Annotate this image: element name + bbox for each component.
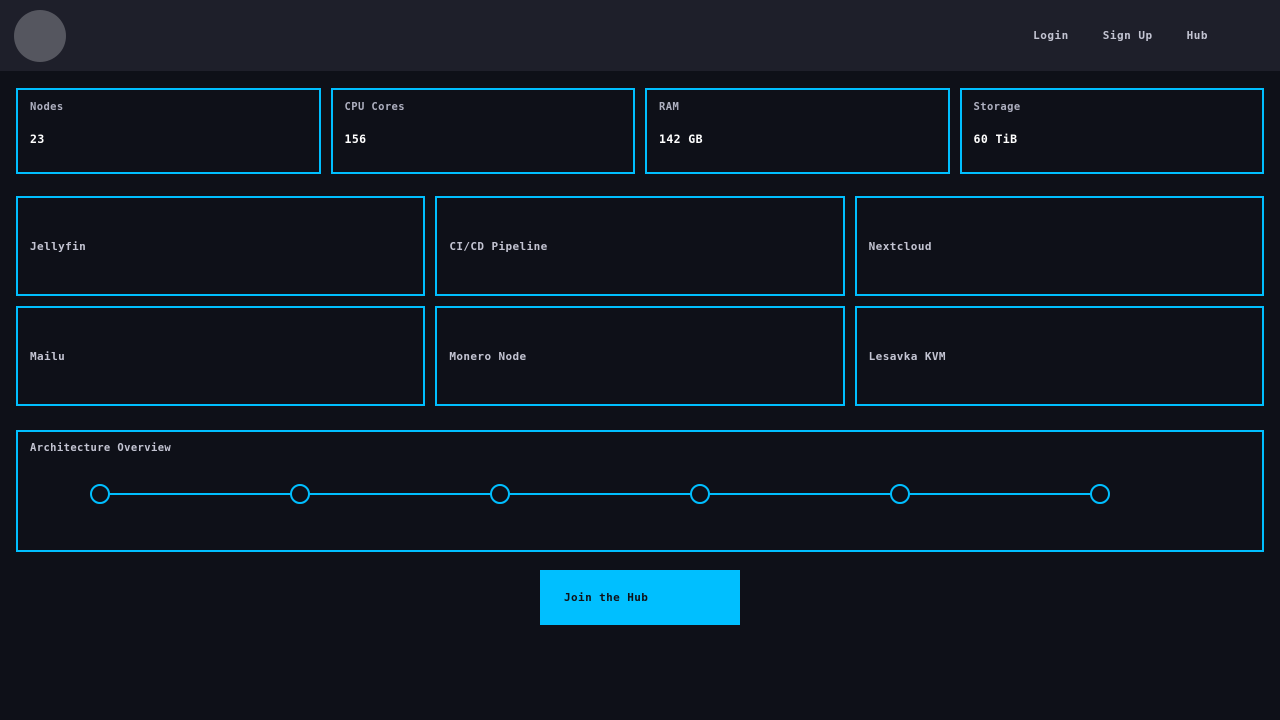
nav-link-login[interactable]: Login — [1033, 29, 1069, 42]
service-name: CI/CD Pipeline — [449, 239, 548, 253]
architecture-node-3[interactable] — [490, 484, 510, 504]
stat-label: Nodes — [30, 101, 64, 113]
stat-card-ram[interactable]: RAM 142 GB — [645, 88, 950, 174]
stat-label: CPU Cores — [344, 101, 405, 113]
stat-card-cpu-cores[interactable]: CPU Cores 156 — [330, 88, 635, 174]
architecture-node-2[interactable] — [290, 484, 310, 504]
architecture-node-6[interactable] — [1090, 484, 1110, 504]
services-grid: Jellyfin CI/CD Pipeline Nextcloud Mailu … — [16, 196, 1264, 406]
service-card-monero-node[interactable]: Monero Node — [435, 306, 845, 406]
service-name: Mailu — [30, 349, 66, 363]
stat-value: 23 — [30, 132, 45, 146]
join-the-hub-button[interactable]: Join the Hub — [540, 570, 740, 625]
service-card-jellyfin[interactable]: Jellyfin — [16, 196, 426, 296]
page-content: Nodes 23 CPU Cores 156 RAM 142 GB Storag… — [0, 88, 1280, 625]
service-card-lesavka-kvm[interactable]: Lesavka KVM — [854, 306, 1264, 406]
cta-row: Join the Hub — [16, 570, 1264, 625]
service-name: Jellyfin — [30, 239, 87, 253]
stat-value: 156 — [344, 132, 367, 146]
service-card-mailu[interactable]: Mailu — [16, 306, 426, 406]
service-name: Nextcloud — [868, 239, 932, 253]
stats-row: Nodes 23 CPU Cores 156 RAM 142 GB Storag… — [16, 88, 1264, 174]
architecture-node-5[interactable] — [890, 484, 910, 504]
architecture-node-4[interactable] — [690, 484, 710, 504]
service-card-nextcloud[interactable]: Nextcloud — [854, 196, 1264, 296]
architecture-title: Architecture Overview — [30, 442, 172, 454]
service-name: Lesavka KVM — [868, 349, 946, 363]
stat-value: 60 TiB — [973, 132, 1018, 146]
service-card-cicd-pipeline[interactable]: CI/CD Pipeline — [435, 196, 845, 296]
architecture-diagram — [90, 484, 1110, 504]
nav-link-sign-up[interactable]: Sign Up — [1102, 29, 1153, 42]
site-header: Login Sign Up Hub — [0, 0, 1280, 71]
service-name: Monero Node — [449, 349, 527, 363]
stat-label: Storage — [973, 101, 1021, 113]
stat-card-nodes[interactable]: Nodes 23 — [16, 88, 321, 174]
stat-label: RAM — [659, 101, 680, 113]
main-navigation: Login Sign Up Hub — [1033, 29, 1256, 42]
user-avatar-icon[interactable] — [14, 9, 66, 62]
architecture-node-1[interactable] — [90, 484, 110, 504]
architecture-overview-panel: Architecture Overview — [16, 430, 1264, 552]
stat-card-storage[interactable]: Storage 60 TiB — [959, 88, 1264, 174]
stat-value: 142 GB — [659, 132, 703, 146]
nav-link-hub[interactable]: Hub — [1186, 29, 1208, 42]
